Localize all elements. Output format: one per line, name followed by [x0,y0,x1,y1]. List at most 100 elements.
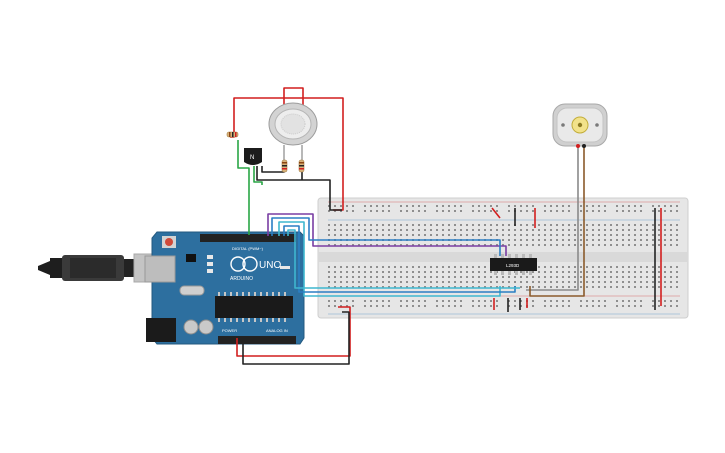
wire-motor-a[interactable] [526,146,579,291]
breadboard-hole [454,305,456,307]
breadboard-hole [448,224,450,226]
breadboard-hole [634,234,636,236]
breadboard-hole [502,229,504,231]
resistor-2[interactable] [281,159,288,173]
breadboard-hole [448,305,450,307]
breadboard-hole [526,271,528,273]
breadboard-hole [550,286,552,288]
breadboard-hole [454,286,456,288]
wire-base-green[interactable] [237,140,250,235]
breadboard-hole [610,281,612,283]
breadboard-hole [640,300,642,302]
breadboard-hole [526,244,528,246]
breadboard-hole [394,281,396,283]
breadboard-hole [412,305,414,307]
breadboard-hole [550,281,552,283]
wire-sensor-gnd[interactable] [256,166,342,211]
breadboard-hole [328,276,330,278]
breadboard-hole [592,224,594,226]
breadboard-hole [658,286,660,288]
breadboard-hole [670,271,672,273]
gas-sensor-icon[interactable] [268,102,318,165]
driver-ic-label: L293D [506,263,520,268]
wire-sensor-heater[interactable] [283,87,304,110]
wire-5v[interactable] [236,306,351,357]
breadboard-hole [424,276,426,278]
breadboard-hole [478,286,480,288]
breadboard-hole [580,224,582,226]
breadboard-hole [646,286,648,288]
breadboard-hole [484,224,486,226]
breadboard-hole [508,286,510,288]
breadboard-hole [352,286,354,288]
resistor-1[interactable] [226,131,239,138]
breadboard-hole [394,271,396,273]
breadboard-hole [634,271,636,273]
breadboard-hole [352,281,354,283]
breadboard-hole [586,239,588,241]
breadboard-hole [664,266,666,268]
breadboard-hole [334,281,336,283]
breadboard-hole [400,300,402,302]
breadboard-hole [616,300,618,302]
breadboard-hole [640,234,642,236]
breadboard-hole [652,239,654,241]
wire-green-short[interactable] [253,166,263,185]
breadboard-hole [454,224,456,226]
breadboard-hole [586,300,588,302]
breadboard-hole [424,286,426,288]
wire-cyan-2[interactable] [287,229,520,289]
breadboard-hole [496,224,498,226]
breadboard-hole [436,266,438,268]
breadboard-hole [676,300,678,302]
wire-motor-b[interactable] [529,146,585,297]
wire-blue-2[interactable] [283,225,516,293]
breadboard-hole [652,276,654,278]
breadboard-hole [496,234,498,236]
transistor-npn[interactable]: N [244,148,262,165]
wire-blue-1[interactable] [271,217,501,256]
arduino-uno-board[interactable]: ARDUINO UNO DIGITAL (PWM~) POWER ANALOG … [144,231,305,345]
dc-motor-icon[interactable] [552,103,608,148]
breadboard-hole [640,281,642,283]
breadboard-hole [622,229,624,231]
breadboard-hole [658,276,660,278]
wire-sensor-pin[interactable] [261,162,285,173]
breadboard-hole [430,224,432,226]
breadboard-hole [400,244,402,246]
breadboard-hole [394,266,396,268]
breadboard-hole [568,266,570,268]
breadboard-hole [406,210,408,212]
breadboard-hole [370,276,372,278]
breadboard-hole [604,276,606,278]
breadboard-hole [370,234,372,236]
breadboard-hole [418,271,420,273]
breadboard-hole [526,229,528,231]
breadboard-hole [334,305,336,307]
breadboard-hole [562,205,564,207]
breadboard-hole [556,239,558,241]
wire-gnd[interactable] [242,311,350,365]
breadboard-hole [538,271,540,273]
breadboard-hole [376,229,378,231]
breadboard-hole [334,234,336,236]
driver-ic[interactable]: L293D [490,254,537,275]
breadboard-hole [460,205,462,207]
breadboard-hole [538,286,540,288]
wire-cyan-1[interactable] [278,221,501,297]
breadboard-hole [628,276,630,278]
breadboard-hole [400,305,402,307]
breadboard-hole [628,205,630,207]
reset-button[interactable] [165,238,173,246]
resistor-3[interactable] [298,159,305,173]
breadboard-hole [454,271,456,273]
breadboard-hole [460,234,462,236]
wire-purple[interactable] [267,213,507,256]
breadboard-hole [454,276,456,278]
breadboard-hole [550,234,552,236]
breadboard-hole [640,224,642,226]
breadboard-hole [604,244,606,246]
breadboard-hole [586,229,588,231]
breadboard-hole [652,210,654,212]
breadboard-hole [646,229,648,231]
